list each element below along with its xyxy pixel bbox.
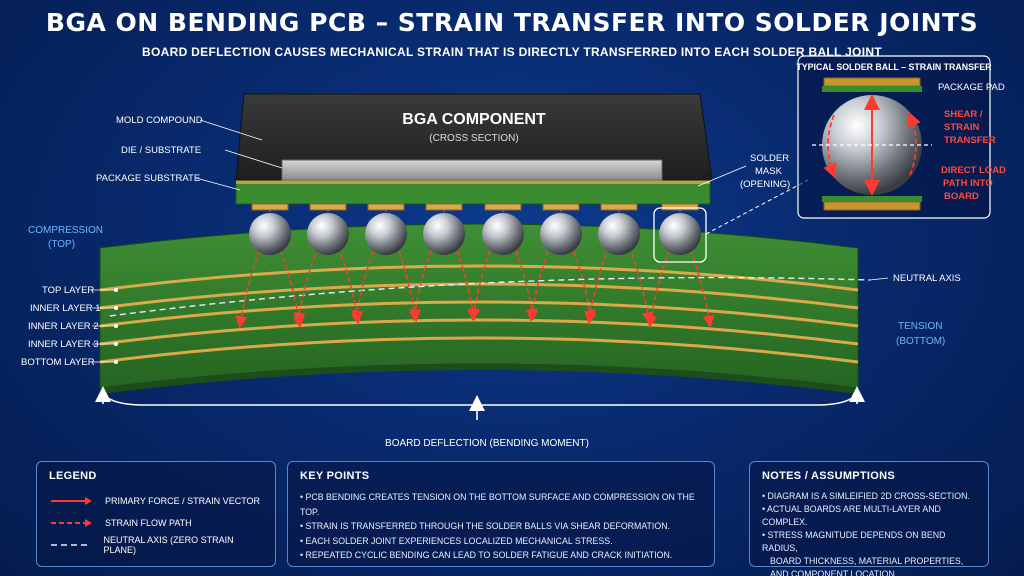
key-points-panel: KEY POINTS • PCB BENDING CREATES TENSION… [287, 461, 715, 567]
solder-ball [249, 213, 291, 255]
note-item: • STRESS MAGNITUDE DEPENDS ON BEND RADIU… [762, 530, 946, 553]
highlight-frame [653, 207, 707, 263]
inset-load-1: DIRECT LOAD [941, 165, 1006, 176]
primary-arrow-icon [51, 497, 92, 505]
package-pad [251, 203, 289, 211]
component-subtitle: (CROSS SECTION) [429, 133, 518, 144]
package-substrate [235, 179, 711, 211]
inset-connector [705, 179, 809, 235]
label-solder-mask-2: MASK [755, 166, 783, 177]
deflection-label: BOARD DEFLECTION (BENDING MOMENT) [385, 438, 589, 449]
label-inner-1: INNER LAYER 1 [30, 303, 101, 314]
label-die: DIE / SUBSTRATE [121, 145, 201, 156]
label-top-layer: TOP LAYER [42, 285, 94, 296]
solder-ball [540, 213, 582, 255]
package-pad [367, 203, 405, 211]
notes-title: NOTES / ASSUMPTIONS [762, 470, 896, 482]
flow-arrow-icon [51, 519, 92, 527]
inset-shear-1: SHEAR / [944, 109, 983, 120]
left-labels: MOLD COMPOUND DIE / SUBSTRATE PACKAGE SU… [21, 115, 283, 368]
solder-ball [598, 213, 640, 255]
inset-load-3: BOARD [944, 191, 979, 202]
neutral-line-icon [51, 544, 91, 546]
neutral-axis-line [109, 276, 871, 317]
legend-label-neutral: NEUTRAL AXIS (ZERO STRAIN PLANE) [103, 535, 234, 555]
solder-ball [423, 213, 465, 255]
right-labels: SOLDER MASK (OPENING) NEUTRAL AXIS TENSI… [697, 153, 961, 347]
solder-ball [307, 213, 349, 255]
pcb-board [99, 223, 871, 394]
note-item: • ACTUAL BOARDS ARE MULTI-LAYER AND COMP… [762, 504, 941, 527]
label-neutral-axis: NEUTRAL AXIS [893, 273, 961, 284]
package-pad [425, 203, 463, 211]
package-pad [542, 203, 580, 211]
solder-ball [659, 213, 701, 255]
label-package: PACKAGE SUBSTRATE [96, 173, 200, 184]
legend-item-primary: PRIMARY FORCE / STRAIN VECTOR [49, 490, 263, 512]
package-pad [309, 203, 347, 211]
solder-balls [249, 213, 701, 255]
inset-package-pad [823, 77, 921, 87]
notes-panel: NOTES / ASSUMPTIONS • DIAGRAM IS A SIMLE… [749, 461, 989, 576]
inset-board-pad [823, 201, 921, 211]
page-subtitle: BOARD DEFLECTION CAUSES MECHANICAL STRAI… [142, 45, 882, 59]
key-point: • REPEATED CYCLIC BENDING CAN LEAD TO SO… [300, 550, 673, 560]
package-pad [600, 203, 638, 211]
legend-title: LEGEND [49, 470, 97, 482]
solder-ball [365, 213, 407, 255]
label-bottom-layer: BOTTOM LAYER [21, 357, 95, 368]
inset-shear-2: STRAIN [944, 122, 980, 133]
label-tension: TENSION [898, 321, 942, 332]
note-item: • DIAGRAM IS A SIMLEIFIED 2D CROSS-SECTI… [762, 491, 970, 501]
bga-diagram: BGA COMPONENT (CROSS SECTION) MOLD COMPO… [21, 55, 1007, 449]
key-point: • EACH SOLDER JOINT EXPERIENCES LOCALIZE… [300, 535, 613, 546]
label-compression: COMPRESSION [28, 225, 103, 236]
label-mold: MOLD COMPOUND [116, 115, 203, 126]
inset-shear-3: TRANSFER [944, 135, 996, 146]
die [281, 159, 663, 181]
note-item: AND COMPONENT LOCATION. [770, 569, 898, 576]
page-title: BGA ON BENDING PCB – STRAIN TRANSFER INT… [45, 8, 979, 37]
inset-solder-ball: TYPICAL SOLDER BALL – STRAIN TRANSFER PA… [796, 55, 1006, 219]
inset-title: TYPICAL SOLDER BALL – STRAIN TRANSFER [796, 62, 992, 72]
label-solder-mask-3: (OPENING) [740, 179, 790, 190]
key-point: • PCB BENDING CREATES TENSION ON THE BOT… [300, 492, 695, 517]
legend-item-neutral: NEUTRAL AXIS (ZERO STRAIN PLANE) [49, 534, 263, 556]
package-pad [484, 203, 522, 211]
key-points-title: KEY POINTS [300, 470, 370, 482]
component-title: BGA COMPONENT [402, 111, 546, 128]
deflection-bracket: BOARD DEFLECTION (BENDING MOMENT) [95, 386, 865, 449]
legend-label-primary: PRIMARY FORCE / STRAIN VECTOR [105, 496, 261, 506]
label-compression-top: (TOP) [48, 239, 75, 250]
legend-item-flow: STRAIN FLOW PATH [49, 512, 263, 534]
note-item: BOARD THICKNESS, MATERIAL PROPERTIES, [770, 556, 964, 566]
legend-label-flow: STRAIN FLOW PATH [105, 518, 192, 528]
label-solder-mask-1: SOLDER [750, 153, 789, 164]
legend-panel: LEGEND PRIMARY FORCE / STRAIN VECTOR STR… [36, 461, 276, 567]
solder-ball [482, 213, 524, 255]
inset-pad-label: PACKAGE PAD [938, 82, 1005, 93]
label-inner-3: INNER LAYER 3 [28, 339, 99, 350]
package-pad [661, 203, 699, 211]
label-tension-bottom: (BOTTOM) [896, 336, 945, 347]
label-inner-2: INNER LAYER 2 [28, 321, 99, 332]
mold-compound: BGA COMPONENT (CROSS SECTION) [235, 93, 713, 181]
inset-load-2: PATH INTO [943, 178, 993, 189]
key-point: • STRAIN IS TRANSFERRED THROUGH THE SOLD… [300, 521, 671, 531]
